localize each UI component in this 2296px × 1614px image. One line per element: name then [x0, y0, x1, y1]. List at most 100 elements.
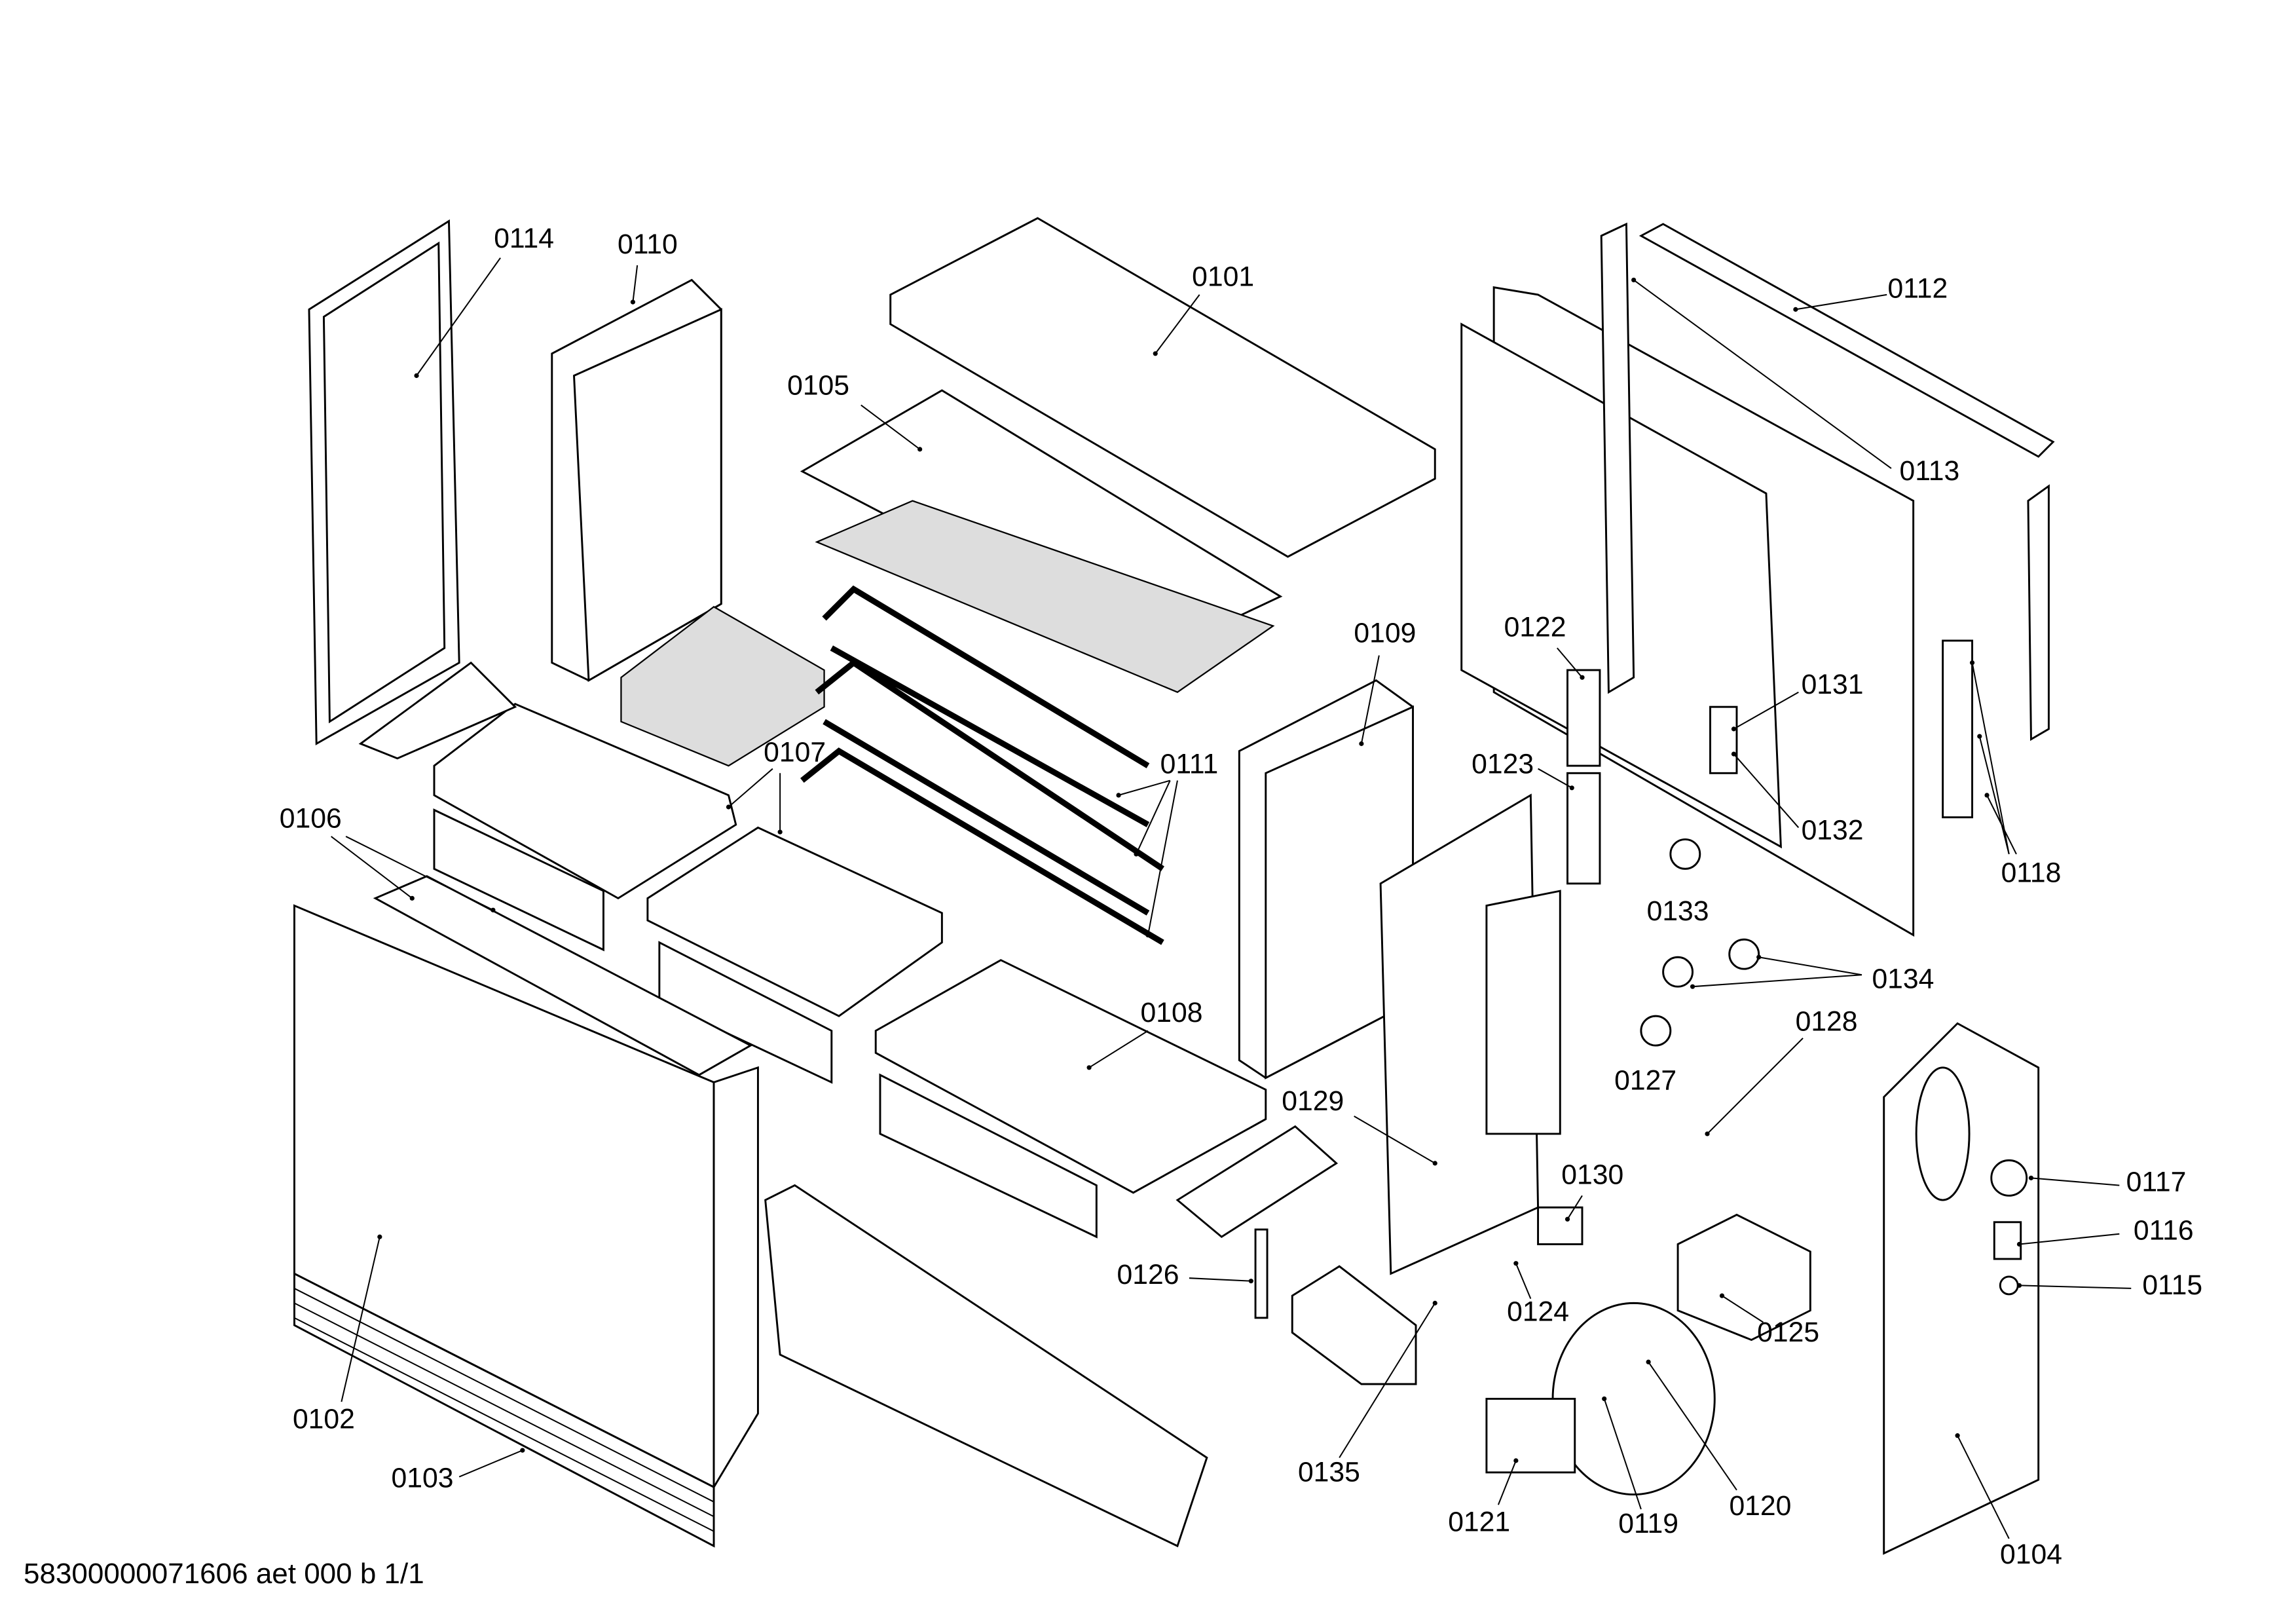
leader-line-0118 — [1971, 662, 2010, 855]
leader-dot-0103 — [520, 1448, 525, 1453]
part-0127-sensor — [1640, 1015, 1672, 1047]
part-label-0122: 0122 — [1504, 611, 1566, 643]
part-label-0121: 0121 — [1448, 1507, 1510, 1538]
part-0108-brick — [874, 959, 1267, 1194]
part-label-0125: 0125 — [1757, 1317, 1819, 1348]
leader-dot-0106 — [491, 907, 496, 912]
part-label-0112: 0112 — [1888, 272, 1948, 304]
leader-line-0124 — [1515, 1263, 1532, 1300]
leader-line-0106 — [331, 836, 413, 899]
leader-dot-0104 — [1955, 1433, 1960, 1438]
part-label-0134: 0134 — [1872, 963, 1934, 994]
leader-line-0106 — [345, 836, 494, 911]
leader-line-0102 — [341, 1237, 380, 1402]
part-label-0115: 0115 — [2142, 1269, 2202, 1301]
leader-line-0128 — [1707, 1038, 1804, 1135]
leader-dot-0129 — [1432, 1161, 1437, 1166]
leader-line-0119 — [1603, 1398, 1642, 1510]
leader-line-0122 — [1557, 647, 1583, 678]
leader-dot-0101 — [1153, 351, 1158, 356]
leader-line-0130 — [1566, 1195, 1583, 1220]
part-label-0124: 0124 — [1507, 1296, 1569, 1327]
part-label-0110: 0110 — [618, 229, 678, 260]
leader-dot-0107 — [777, 829, 783, 835]
leader-line-0112 — [1795, 293, 1887, 310]
part-0125-box — [1676, 1213, 1811, 1342]
leader-line-0107 — [728, 768, 773, 808]
part-label-0118: 0118 — [2001, 857, 2062, 889]
part-0123-terminal — [1566, 772, 1601, 885]
part-label-0102: 0102 — [293, 1403, 355, 1435]
part-0131-clip — [1709, 705, 1738, 774]
leader-dot-0134 — [1756, 954, 1762, 960]
leader-dot-0116 — [2016, 1241, 2022, 1247]
leader-dot-0134 — [1690, 984, 1695, 989]
leader-dot-0117 — [2028, 1175, 2034, 1180]
part-0130-relay — [1537, 1206, 1583, 1245]
part-0107-brick-b — [646, 826, 943, 1017]
part-label-0131: 0131 — [1802, 669, 1864, 700]
leader-dot-0118 — [1969, 660, 1975, 666]
leader-dot-0105 — [917, 447, 923, 452]
part-label-0113: 0113 — [1899, 455, 1959, 487]
leader-line-0101 — [1155, 294, 1200, 354]
leader-line-0134 — [1692, 974, 1862, 988]
part-label-0126: 0126 — [1117, 1259, 1179, 1290]
leader-line-0109 — [1360, 655, 1380, 744]
leader-line-0113 — [1633, 279, 1892, 469]
leader-dot-0122 — [1580, 675, 1585, 680]
document-id: 58300000071606 aet 000 b 1/1 — [24, 1558, 424, 1590]
leader-line-0125 — [1721, 1295, 1764, 1323]
part-label-0104: 0104 — [2000, 1539, 2062, 1570]
leader-line-0103 — [458, 1450, 523, 1478]
part-label-0108: 0108 — [1140, 997, 1202, 1028]
part-0112-rail — [1639, 223, 2055, 458]
leader-dot-0110 — [630, 299, 635, 305]
part-label-0120: 0120 — [1729, 1490, 1791, 1522]
leader-line-0120 — [1648, 1361, 1737, 1491]
leader-line-0117 — [2031, 1177, 2120, 1186]
leader-line-0118 — [1978, 736, 2010, 855]
leader-dot-0115 — [2016, 1283, 2022, 1288]
leader-line-0110 — [632, 265, 639, 303]
leader-dot-0118 — [1984, 793, 1990, 798]
part-label-0123: 0123 — [1472, 748, 1534, 779]
leader-line-0135 — [1339, 1302, 1436, 1458]
leader-lines — [331, 257, 2132, 1539]
part-0106-strip — [373, 875, 753, 1076]
leader-dot-0123 — [1569, 785, 1574, 791]
part-0118-clip — [1942, 639, 1974, 819]
leader-dot-0135 — [1432, 1300, 1437, 1305]
part-label-0119: 0119 — [1618, 1508, 1678, 1539]
part-label-0130: 0130 — [1561, 1159, 1623, 1190]
leader-line-0114 — [416, 257, 501, 377]
leader-dot-0132 — [1731, 751, 1737, 757]
part-label-0114: 0114 — [494, 223, 554, 254]
leader-line-0104 — [1957, 1435, 2010, 1539]
part-0120-fan — [1551, 1302, 1716, 1496]
leader-line-0111 — [1118, 779, 1170, 796]
part-label-0117: 0117 — [2126, 1167, 2187, 1198]
leader-dot-0111 — [1145, 932, 1151, 938]
part-label-0106: 0106 — [280, 802, 342, 834]
part-0115-knob — [1999, 1275, 2019, 1296]
part-0116-plate — [1993, 1221, 2022, 1260]
part-0122-terminal — [1566, 669, 1601, 767]
leader-line-0118 — [1986, 795, 2017, 855]
part-label-0109: 0109 — [1354, 617, 1416, 648]
part-brick — [620, 606, 825, 767]
leader-line-0132 — [1733, 753, 1800, 829]
part-0126-rod — [1254, 1228, 1268, 1319]
part-label-0129: 0129 — [1282, 1085, 1344, 1117]
part-label-0128: 0128 — [1796, 1006, 1858, 1038]
part-0121-motor — [1485, 1398, 1576, 1474]
part-label-0103: 0103 — [392, 1462, 454, 1493]
leader-dot-0119 — [1602, 1396, 1607, 1402]
part-base-tray — [764, 1184, 1208, 1548]
part-0134-sensor-a — [1662, 956, 1694, 988]
leader-line-0105 — [861, 404, 921, 450]
leader-line-0126 — [1189, 1277, 1251, 1282]
part-0103-grille — [293, 1272, 715, 1548]
